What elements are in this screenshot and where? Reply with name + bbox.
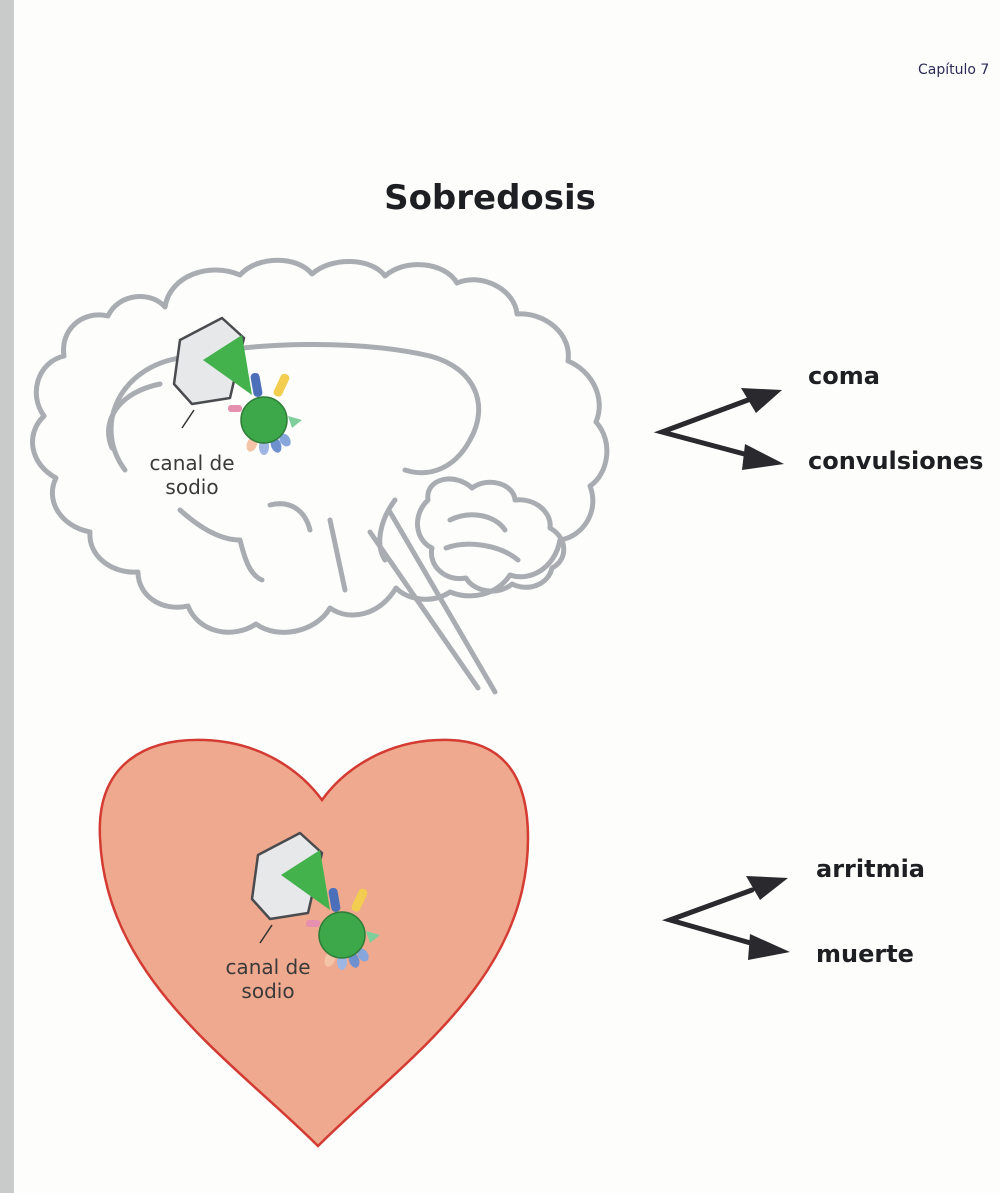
outcome-coma: coma (808, 362, 880, 390)
brain-outcome-arrows (653, 397, 751, 458)
brain-channel-label-line1: canal de (149, 451, 234, 475)
outcome-muerte: muerte (816, 940, 914, 968)
brain-channel-label-line2: sodio (165, 475, 218, 499)
heart-outcome-arrows (661, 887, 757, 947)
brain-sodium-channel (172, 316, 304, 457)
arrow-head-down-icon (742, 444, 784, 470)
previous-page-edge (0, 0, 14, 1193)
heart-channel-label-line1: canal de (225, 955, 310, 979)
heart-channel-label-line2: sodio (241, 979, 294, 1003)
arrow-head-up-icon (741, 388, 782, 413)
brain-outline (30, 257, 610, 695)
arrow-head-down-icon (748, 934, 790, 960)
heart-shape (98, 738, 530, 1148)
chapter-label: Capítulo 7 (918, 62, 990, 78)
arrow-head-up-icon (746, 876, 788, 900)
outcome-convulsiones: convulsiones (808, 447, 984, 475)
outcome-arritmia: arritmia (816, 855, 925, 883)
page-title: Sobredosis (384, 178, 596, 218)
